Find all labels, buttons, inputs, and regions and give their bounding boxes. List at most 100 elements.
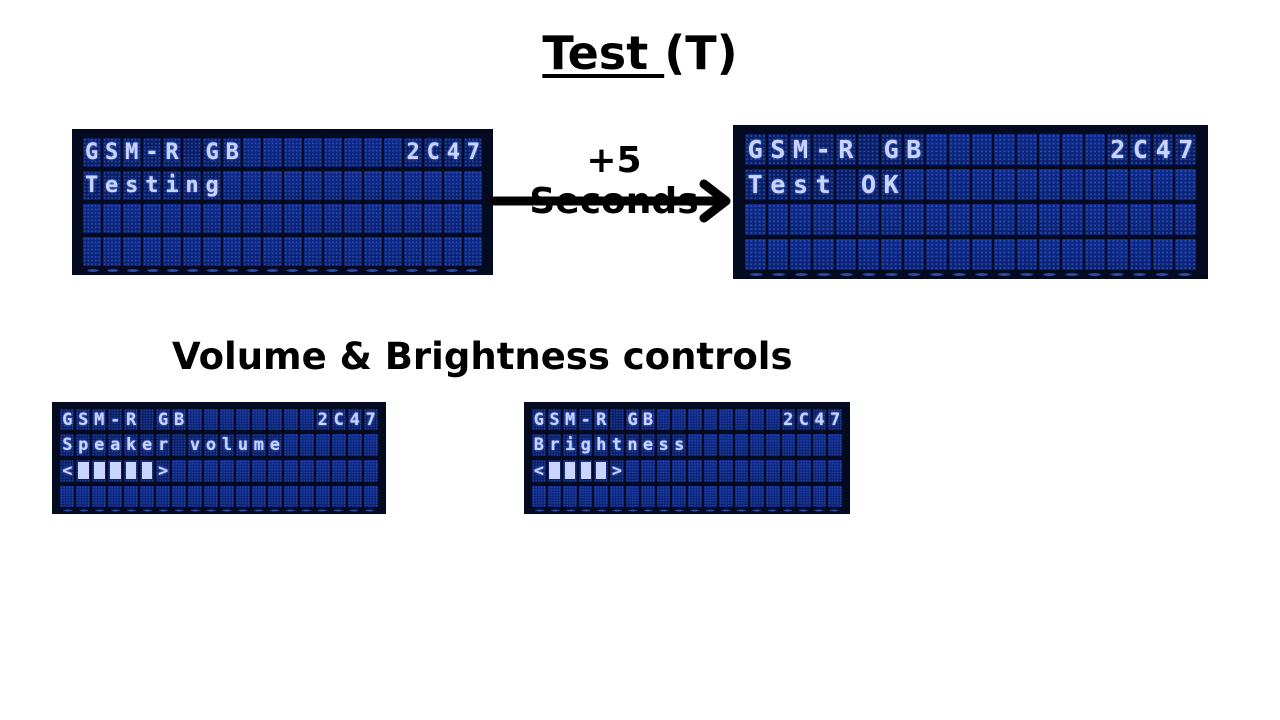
lcd-character: i xyxy=(165,172,179,198)
lcd-cell xyxy=(656,408,671,431)
lcd-character: K xyxy=(883,170,899,200)
lcd-cell xyxy=(424,204,443,234)
lcd-cell: C xyxy=(424,137,443,168)
lcd-cell: t xyxy=(142,170,162,201)
lcd-cell xyxy=(263,237,282,267)
lcd-character: G xyxy=(205,139,219,165)
lcd-cell: R xyxy=(835,134,857,166)
lcd-cell: e xyxy=(767,169,789,200)
lcd-cell xyxy=(251,485,266,508)
lcd-cell xyxy=(858,204,879,235)
lcd-cell xyxy=(283,434,298,456)
lcd-cell xyxy=(188,485,203,508)
lcd-character: M xyxy=(792,135,809,165)
lcd-cell xyxy=(203,237,222,267)
lcd-cell: R xyxy=(162,137,182,168)
level-block xyxy=(109,462,121,480)
lcd-cell xyxy=(828,460,842,482)
lcd-cell: R xyxy=(594,408,609,431)
lcd-character: T xyxy=(747,170,763,200)
lcd-cell xyxy=(223,237,242,267)
lcd-cell: e xyxy=(267,434,282,456)
lcd-cell xyxy=(1130,204,1151,235)
lcd-cell xyxy=(1107,169,1129,200)
lcd-cell xyxy=(781,485,796,508)
lcd-cell xyxy=(971,204,993,235)
lcd-cell xyxy=(703,460,718,482)
lcd-cell xyxy=(283,408,298,431)
lcd-cell xyxy=(903,169,925,200)
lcd-character: G xyxy=(84,139,99,165)
lcd-cell xyxy=(767,238,789,270)
lcd-cell xyxy=(283,485,298,508)
lcd-character: g xyxy=(205,172,219,198)
lcd-cell: o xyxy=(204,434,218,456)
lcd-cell xyxy=(383,170,403,201)
lcd-cell xyxy=(283,460,298,482)
lcd-cell: 4 xyxy=(444,137,463,168)
lcd-cell: S xyxy=(102,137,121,168)
lcd-cell xyxy=(1107,204,1129,235)
lcd-cell xyxy=(703,408,718,431)
lcd-character: G xyxy=(883,135,899,165)
lcd-cell xyxy=(781,460,796,482)
lcd-cell xyxy=(92,460,107,482)
lcd-character: 4 xyxy=(349,409,360,430)
lcd-cell: B xyxy=(172,408,187,431)
lcd-cell xyxy=(744,204,766,235)
lcd-cell xyxy=(299,434,314,456)
lcd-character: i xyxy=(564,435,576,456)
lcd-cell xyxy=(994,134,1015,166)
lcd-cell xyxy=(1084,169,1106,200)
lcd-character: > xyxy=(157,460,169,481)
lcd-cell xyxy=(315,485,330,508)
lcd-character: l xyxy=(221,435,233,456)
lcd-cell: G xyxy=(60,408,75,431)
lcd-cell xyxy=(594,460,609,482)
lcd-cell xyxy=(790,204,811,235)
lcd-cell xyxy=(363,170,383,201)
lcd-character: T xyxy=(84,172,99,198)
lcd-cell xyxy=(1016,204,1038,235)
lcd-cell xyxy=(948,238,970,270)
lcd-cell xyxy=(92,485,107,508)
lcd-cell: h xyxy=(594,434,609,456)
lcd-character: p xyxy=(78,435,89,456)
lcd-cell xyxy=(140,460,155,482)
lcd-cell: - xyxy=(108,408,123,431)
lcd-cell: e xyxy=(641,434,655,456)
lcd-cell xyxy=(404,204,423,234)
level-block xyxy=(549,462,560,480)
lcd-cell: O xyxy=(858,169,879,200)
lcd-cell: B xyxy=(223,137,242,168)
lcd-cell: g xyxy=(203,170,222,201)
lcd-cell xyxy=(835,169,857,200)
lcd-cell xyxy=(948,134,970,166)
lcd-cell: 4 xyxy=(1152,134,1174,166)
lcd-character: C xyxy=(333,409,344,430)
lcd-cell xyxy=(124,460,139,482)
lcd-cell: G xyxy=(880,134,902,166)
lcd-character: S xyxy=(78,409,89,430)
section-heading: Volume & Brightness controls xyxy=(172,335,793,378)
lcd-cell xyxy=(464,170,483,201)
lcd-character: a xyxy=(110,435,121,456)
lcd-cell: 7 xyxy=(464,137,483,168)
lcd-cell xyxy=(251,408,266,431)
lcd-cell xyxy=(880,204,902,235)
lcd-cell xyxy=(188,408,203,431)
lcd-bottom-dots xyxy=(532,508,842,513)
lcd-cell xyxy=(424,237,443,267)
right-arrow-icon xyxy=(490,179,731,223)
lcd-cell xyxy=(343,170,363,201)
lcd-cell xyxy=(464,204,483,234)
lcd-cell: S xyxy=(767,134,789,166)
lcd-cell xyxy=(688,434,702,456)
lcd-cell: C xyxy=(1130,134,1151,166)
lcd-cell xyxy=(719,485,733,508)
lcd-cell xyxy=(235,460,250,482)
lcd-cell xyxy=(578,485,593,508)
lcd-cell xyxy=(243,137,262,168)
lcd-character: M xyxy=(125,139,139,165)
lcd-bottom-dots xyxy=(60,508,378,513)
